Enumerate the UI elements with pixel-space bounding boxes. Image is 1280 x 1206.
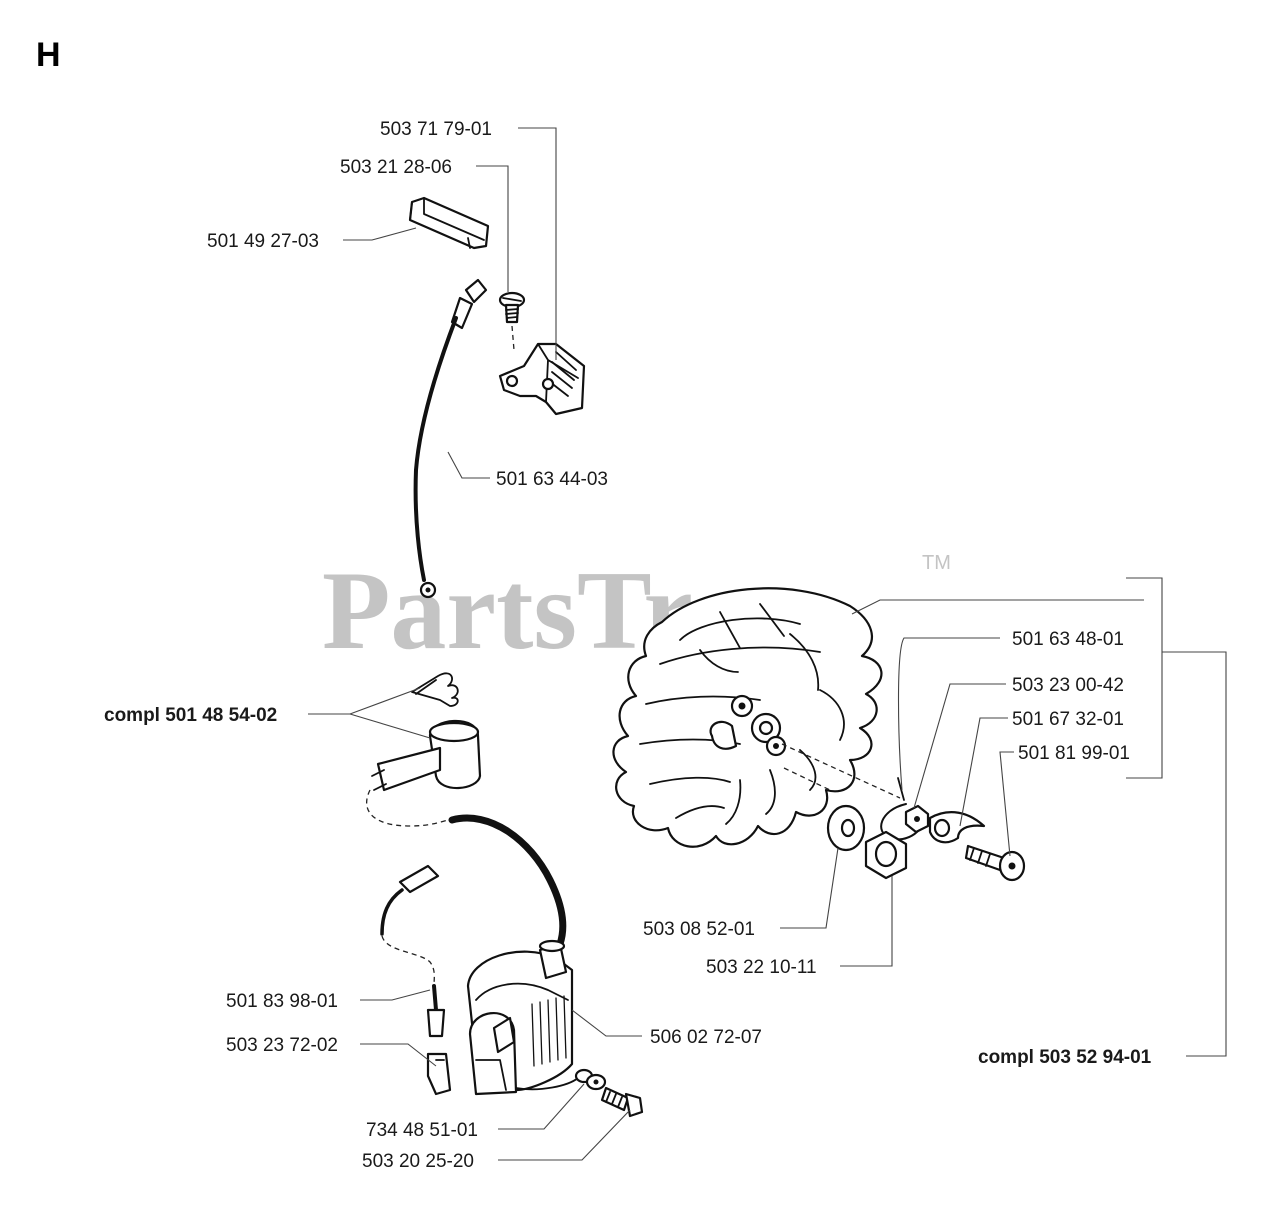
label-503-23-00-42[interactable]: 503 23 00-42: [1012, 675, 1124, 696]
flywheel-icon[interactable]: [612, 587, 883, 848]
label-503-22-10-11[interactable]: 503 22 10-11: [706, 957, 817, 978]
washer-icon[interactable]: [574, 1068, 607, 1091]
screw-icon[interactable]: [498, 291, 526, 324]
label-503-21-28-06[interactable]: 503 21 28-06: [340, 157, 452, 178]
label-501-63-44-03[interactable]: 501 63 44-03: [496, 469, 608, 490]
ground-dash-line: [381, 935, 435, 987]
ground-lead-icon: [515, 1077, 579, 1091]
washer-flywheel-icon[interactable]: [826, 804, 866, 852]
plug-boot-icon[interactable]: [426, 1052, 452, 1096]
ht-lead-icon[interactable]: [448, 814, 567, 948]
cable-icon[interactable]: [413, 278, 488, 599]
bolt-icon[interactable]: [964, 844, 1026, 882]
cover-plate-icon[interactable]: [408, 196, 490, 250]
label-501-63-48-01[interactable]: 501 63 48-01: [1012, 629, 1124, 650]
screw-axis-line: [511, 325, 515, 351]
ignition-coil-icon[interactable]: [466, 939, 574, 1096]
watermark-trademark: TM: [922, 552, 951, 574]
coil-screw-icon[interactable]: [600, 1086, 644, 1118]
spring-icon[interactable]: [411, 672, 459, 707]
ground-wire-icon[interactable]: [426, 984, 446, 1038]
label-503-20-25-20[interactable]: 503 20 25-20: [362, 1151, 474, 1172]
nut-icon[interactable]: [864, 830, 908, 880]
label-506-02-72-07[interactable]: 506 02 72-07: [650, 1027, 762, 1048]
terminal-icon[interactable]: [380, 864, 440, 936]
leader-lines: [308, 127, 1227, 1161]
label-501-81-99-01[interactable]: 501 81 99-01: [1018, 743, 1130, 764]
label-503-71-79-01[interactable]: 503 71 79-01: [380, 119, 492, 140]
label-503-08-52-01[interactable]: 503 08 52-01: [643, 919, 755, 940]
label-501-83-98-01[interactable]: 501 83 98-01: [226, 991, 338, 1012]
small-nut-icon[interactable]: [904, 804, 930, 834]
label-503-23-72-02[interactable]: 503 23 72-02: [226, 1035, 338, 1056]
label-501-67-32-01[interactable]: 501 67 32-01: [1012, 709, 1124, 730]
part-labels: 503 71 79-01 503 21 28-06 501 49 27-03 5…: [104, 119, 1152, 1172]
label-501-49-27-03[interactable]: 501 49 27-03: [207, 231, 319, 252]
label-compl-503-52-94-01[interactable]: compl 503 52 94-01: [978, 1047, 1152, 1068]
pawl-icon[interactable]: [928, 811, 986, 844]
label-734-48-51-01[interactable]: 734 48 51-01: [366, 1120, 478, 1141]
cable-dash-line: [365, 789, 449, 827]
label-compl-501-48-54-02[interactable]: compl 501 48 54-02: [104, 705, 277, 726]
ignition-module-icon[interactable]: [498, 342, 586, 416]
section-letter: H: [36, 36, 61, 74]
spark-plug-cap-icon[interactable]: [371, 719, 482, 792]
flywheel-axis-line: [781, 743, 901, 799]
